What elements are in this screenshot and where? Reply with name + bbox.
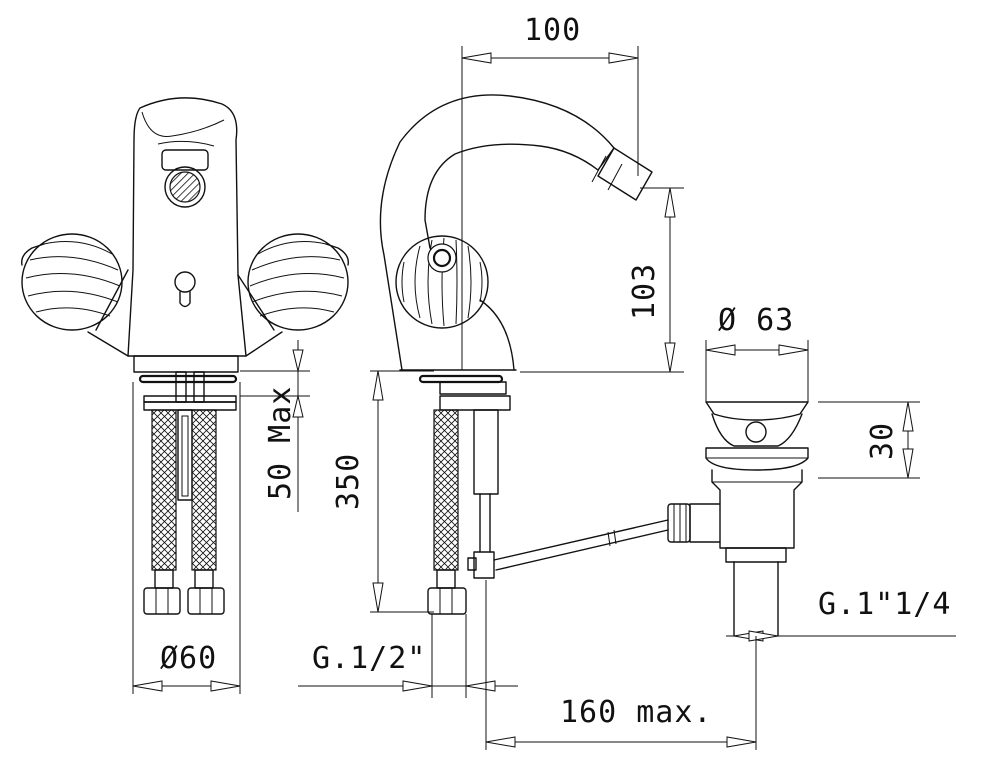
waste-thread-label: G.1"1/4 (818, 587, 951, 622)
deck-max-label: 50 Max (263, 386, 298, 500)
dim-spout-height: 103 (520, 187, 684, 373)
dim-waste-thread: G.1"1/4 (726, 587, 956, 642)
dim-spout-reach: 100 (461, 13, 639, 370)
dim-rod-length: 160 max. (485, 580, 757, 750)
spout-reach-label: 100 (524, 13, 581, 48)
hose-length-label: 350 (331, 453, 366, 510)
rod-length-label: 160 max. (560, 695, 713, 730)
mixer-body-front (127, 97, 247, 357)
waste-height-label: 30 (865, 422, 900, 460)
dim-deck-max: 50 Max (240, 340, 310, 512)
pop-up-waste (493, 401, 809, 637)
side-handle (395, 235, 489, 329)
waste-diameter-label: Ø 63 (718, 303, 794, 338)
spout (379, 94, 615, 371)
dim-waste-diameter: Ø 63 (705, 303, 809, 402)
dim-hose-length: 350 (331, 370, 434, 613)
side-view (379, 94, 653, 615)
right-handle (237, 233, 349, 357)
inlet-thread-label: G.1/2" (312, 641, 426, 676)
front-view (21, 97, 349, 615)
base-diameter-label: Ø60 (160, 641, 217, 676)
dim-base-diameter: Ø60 (132, 382, 241, 694)
dim-inlet-thread: G.1/2" (298, 614, 518, 698)
left-handle (21, 233, 129, 357)
dim-waste-height: 30 (818, 401, 920, 479)
spout-height-label: 103 (627, 263, 662, 320)
